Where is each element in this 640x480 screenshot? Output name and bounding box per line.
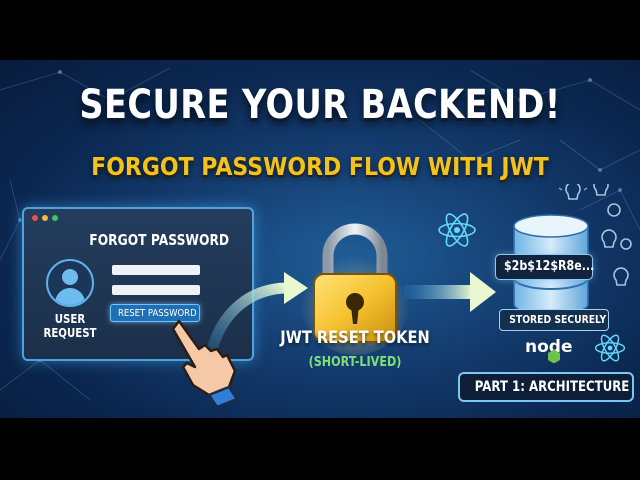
arrow-icon (404, 272, 496, 312)
headline-title: SECURE YOUR BACKEND! (79, 82, 561, 128)
react-logo-icon (438, 213, 476, 247)
stored-securely-label: STORED SECURELY (509, 313, 607, 326)
network-background (0, 67, 640, 401)
confirm-field[interactable] (112, 285, 200, 295)
pointing-hand-icon (171, 319, 239, 405)
user-request-label: USER REQUEST (43, 312, 97, 340)
lightbulb-icon (558, 184, 632, 286)
password-hash: $2b$12$R8e... (495, 254, 595, 280)
password-hash-text: $2b$12$R8e... (503, 259, 595, 274)
padlock-icon (300, 223, 410, 355)
nodejs-logo-text: node (525, 337, 572, 357)
window-minimize-dot (42, 215, 48, 221)
window-close-dot (32, 215, 38, 221)
reset-password-label: RESET PASSWORD (117, 308, 197, 319)
headline-subtitle: FORGOT PASSWORD FLOW WITH JWT (91, 152, 549, 181)
forgot-password-title: FORGOT PASSWORD (89, 231, 230, 249)
nodejs-logo-icon: node (525, 337, 572, 363)
part-badge: PART 1: ARCHITECTURE (458, 372, 634, 402)
react-logo-icon (594, 334, 626, 362)
email-field[interactable] (112, 265, 200, 275)
user-icon (46, 259, 94, 307)
stored-securely-badge: STORED SECURELY (499, 309, 609, 331)
part-badge-label: PART 1: ARCHITECTURE (474, 379, 630, 395)
reset-password-button[interactable]: RESET PASSWORD (110, 304, 200, 322)
jwt-token-sublabel: (SHORT-LIVED) (308, 355, 402, 370)
jwt-token-label: JWT RESET TOKEN (280, 328, 430, 348)
window-maximize-dot (52, 215, 58, 221)
arrow-icon (204, 272, 308, 364)
thumbnail-canvas: SECURE YOUR BACKEND! FORGOT PASSWORD FLO… (0, 60, 640, 418)
